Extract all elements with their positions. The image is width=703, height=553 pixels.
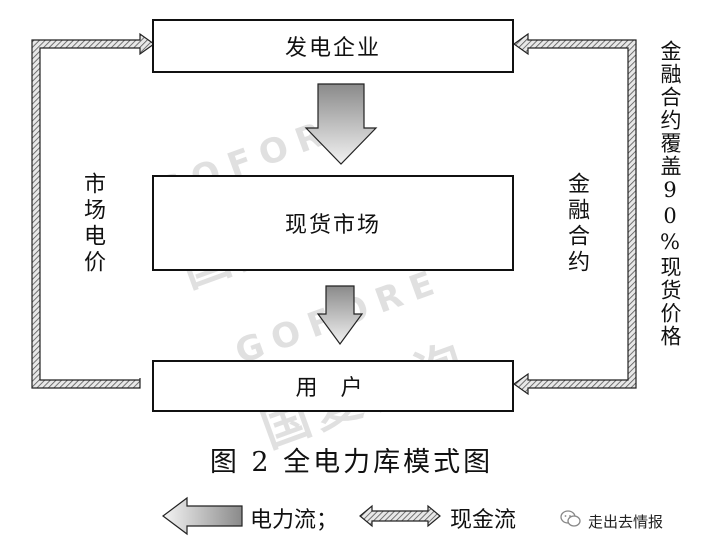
legend-cash-flow-label: 现金流 — [450, 508, 517, 533]
power-flow-arrow-1 — [304, 83, 378, 165]
footer-source-text: 走出去情报 — [588, 512, 664, 531]
label-financial-contract: 金融合约 — [564, 172, 589, 276]
box-spot-market: 现货市场 — [152, 175, 514, 271]
source-footer: 走出去情报 — [560, 510, 663, 532]
label-market-price: 市场电价 — [80, 172, 105, 276]
label-contract-coverage: 金融合约覆盖90%现货价格 — [658, 40, 682, 348]
power-flow-arrow-2 — [316, 285, 364, 346]
wechat-icon — [560, 510, 582, 532]
right-cash-flow-arrow — [512, 32, 637, 396]
legend-power-flow-icon — [162, 496, 243, 536]
legend-power-flow-label: 电力流； — [250, 508, 339, 533]
box-power-generation: 发电企业 — [152, 19, 514, 73]
figure-caption: 图 2 全电力库模式图 — [209, 447, 494, 478]
legend-cash-flow-icon — [359, 504, 441, 528]
box-users: 用 户 — [152, 360, 514, 412]
